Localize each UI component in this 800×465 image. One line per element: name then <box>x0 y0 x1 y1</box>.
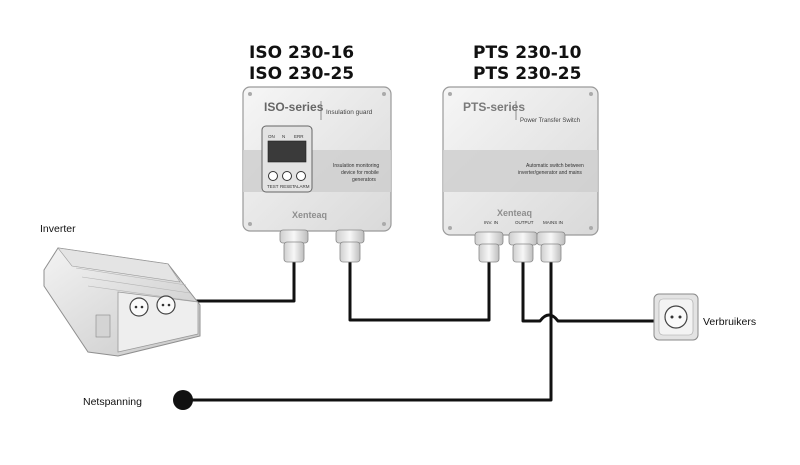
iso-button-label-reset: RESET <box>280 184 295 189</box>
iso-reset-button <box>282 171 292 181</box>
grid-connection-dot <box>173 390 193 410</box>
iso-display <box>267 140 307 163</box>
pts-label-band <box>443 150 598 192</box>
pts-cable-gland-mains-in <box>536 231 566 263</box>
iso-led-label-on: ON <box>268 134 275 139</box>
iso-device: ISO-series Insulation guard ON N ERR TES… <box>242 86 392 263</box>
inverter-label: Inverter <box>40 223 76 235</box>
pts-series-name: PTS-series <box>463 100 525 114</box>
screw-icon <box>248 92 252 96</box>
verbruikers-label: Verbruikers <box>703 316 756 328</box>
iso-led-label-n: N <box>282 134 285 139</box>
wire-pts-output-to-consumers <box>521 260 670 323</box>
socket-icon <box>129 297 149 317</box>
iso-description-line-1: Insulation monitoring <box>333 163 379 169</box>
pts-title-2: PTS 230-25 <box>473 64 581 84</box>
screw-icon <box>448 92 452 96</box>
iso-description-line-2: device for mobile <box>341 170 379 176</box>
screw-icon <box>382 222 386 226</box>
iso-series-subtitle: Insulation guard <box>326 109 373 116</box>
pts-title-1: PTS 230-10 <box>473 43 582 63</box>
pts-port-label-output: OUTPUT <box>515 220 534 225</box>
inverter-device: Inverter <box>40 223 201 357</box>
pts-port-label-inv-in: INV. IN <box>484 220 498 225</box>
screw-icon <box>589 226 593 230</box>
wiring <box>146 260 670 410</box>
socket-icon <box>664 305 688 329</box>
iso-title-1: ISO 230-16 <box>249 43 354 63</box>
pts-brand-logo: Xenteaq <box>497 208 532 218</box>
iso-button-label-alarm: ALARM <box>294 184 310 189</box>
screw-icon <box>382 92 386 96</box>
pts-description-line-2: inverter/generator and mains <box>518 170 582 176</box>
iso-test-button <box>268 171 278 181</box>
pts-description-line-1: Automatic switch between <box>526 163 584 169</box>
iso-series-name: ISO-series <box>264 100 324 114</box>
wire-iso-to-pts-inv-in <box>348 260 491 322</box>
screw-icon <box>448 226 452 230</box>
pts-device: PTS-series Power Transfer Switch Automat… <box>442 86 599 263</box>
iso-cable-gland-1 <box>279 229 309 263</box>
iso-title-2: ISO 230-25 <box>249 64 354 84</box>
screw-icon <box>248 222 252 226</box>
netspanning-label: Netspanning <box>83 396 142 408</box>
iso-brand-logo: Xenteaq <box>292 210 327 220</box>
iso-button-label-test: TEST <box>267 184 279 189</box>
screw-icon <box>589 92 593 96</box>
pts-cable-gland-output <box>508 231 538 263</box>
wall-socket: Verbruikers <box>653 293 756 341</box>
iso-alarm-button <box>296 171 306 181</box>
iso-led-label-err: ERR <box>294 134 304 139</box>
pts-cable-gland-inv-in <box>474 231 504 263</box>
pts-model-titles: PTS 230-10 PTS 230-25 <box>473 43 582 84</box>
iso-description-line-3: generators <box>352 177 376 183</box>
socket-icon <box>156 295 176 315</box>
iso-cable-gland-2 <box>335 229 365 263</box>
iso-model-titles: ISO 230-16 ISO 230-25 <box>249 43 354 84</box>
pts-port-label-mains-in: MAINS IN <box>543 220 563 225</box>
wire-pts-mains-to-grid <box>183 260 553 402</box>
pts-series-subtitle: Power Transfer Switch <box>520 118 580 124</box>
